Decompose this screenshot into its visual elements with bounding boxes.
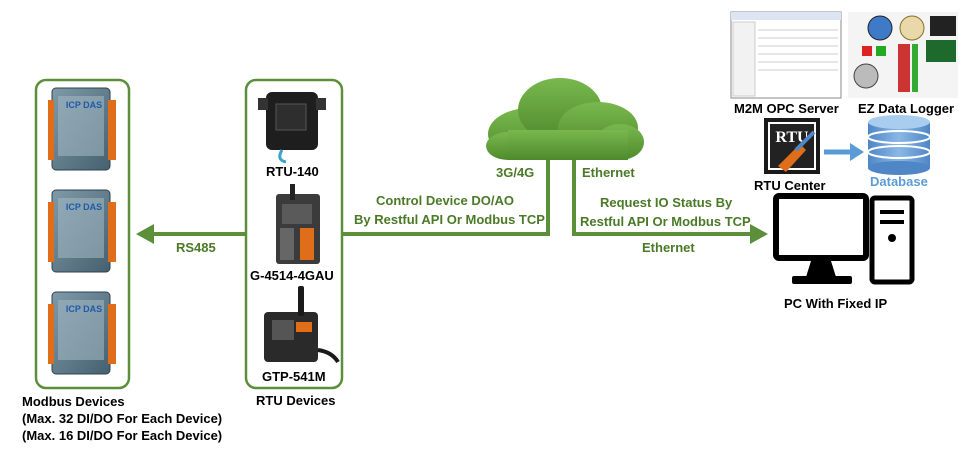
modbus-device-icon: ICP DAS <box>48 189 116 273</box>
rtu-center-logo: RTU <box>764 118 820 174</box>
ez-data-logger-label: EZ Data Logger <box>858 101 955 116</box>
svg-text:ICP DAS: ICP DAS <box>66 202 102 212</box>
pc-icon <box>773 193 915 285</box>
pc-label: PC With Fixed IP <box>784 296 888 311</box>
ez-data-logger-screenshot <box>848 12 958 98</box>
request-label-line1: Request IO Status By <box>600 195 733 210</box>
g-4514-label: G-4514-4GAU <box>250 268 334 283</box>
rtu-to-database-arrowhead <box>850 143 864 161</box>
request-label-line2: Restful API Or Modbus TCP <box>580 214 751 229</box>
rtu-center-label: RTU Center <box>754 178 826 193</box>
rs485-arrowhead <box>136 224 154 244</box>
database-icon <box>867 115 931 175</box>
rtu-logo-text: RTU <box>775 129 809 146</box>
gtp-541m-device-icon <box>264 286 340 364</box>
m2m-opc-server-screenshot <box>730 11 842 99</box>
database-label: Database <box>870 174 928 189</box>
m2m-opc-server-label: M2M OPC Server <box>734 101 839 116</box>
rtu-140-label: RTU-140 <box>266 164 319 179</box>
modbus-devices-title: Modbus Devices <box>22 394 125 409</box>
control-label-line1: Control Device DO/AO <box>376 193 514 208</box>
control-label-line2: By Restful API Or Modbus TCP <box>354 212 545 227</box>
svg-text:ICP DAS: ICP DAS <box>66 100 102 110</box>
rtu-140-device-icon <box>258 92 326 164</box>
control-link <box>342 158 550 236</box>
rs485-label: RS485 <box>176 240 216 255</box>
modbus-device-icon: ICP DAS <box>48 87 116 171</box>
rtu-devices-title: RTU Devices <box>256 393 336 408</box>
modbus-devices-note-1: (Max. 32 DI/DO For Each Device) <box>22 411 223 426</box>
modbus-devices-note-2: (Max. 16 DI/DO For Each Device) <box>22 428 223 443</box>
request-link <box>572 158 752 236</box>
net-3g4g-label: 3G/4G <box>496 165 535 180</box>
ethernet-top-label: Ethernet <box>582 165 635 180</box>
g-4514-device-icon <box>276 184 320 264</box>
request-arrowhead <box>750 224 768 244</box>
gtp-541m-label: GTP-541M <box>262 369 326 384</box>
modbus-devices-group <box>34 78 131 390</box>
modbus-device-icon: ICP DAS <box>48 291 116 375</box>
svg-text:ICP DAS: ICP DAS <box>66 304 102 314</box>
internet-cloud-icon <box>486 78 644 160</box>
ethernet-bottom-label: Ethernet <box>642 240 695 255</box>
